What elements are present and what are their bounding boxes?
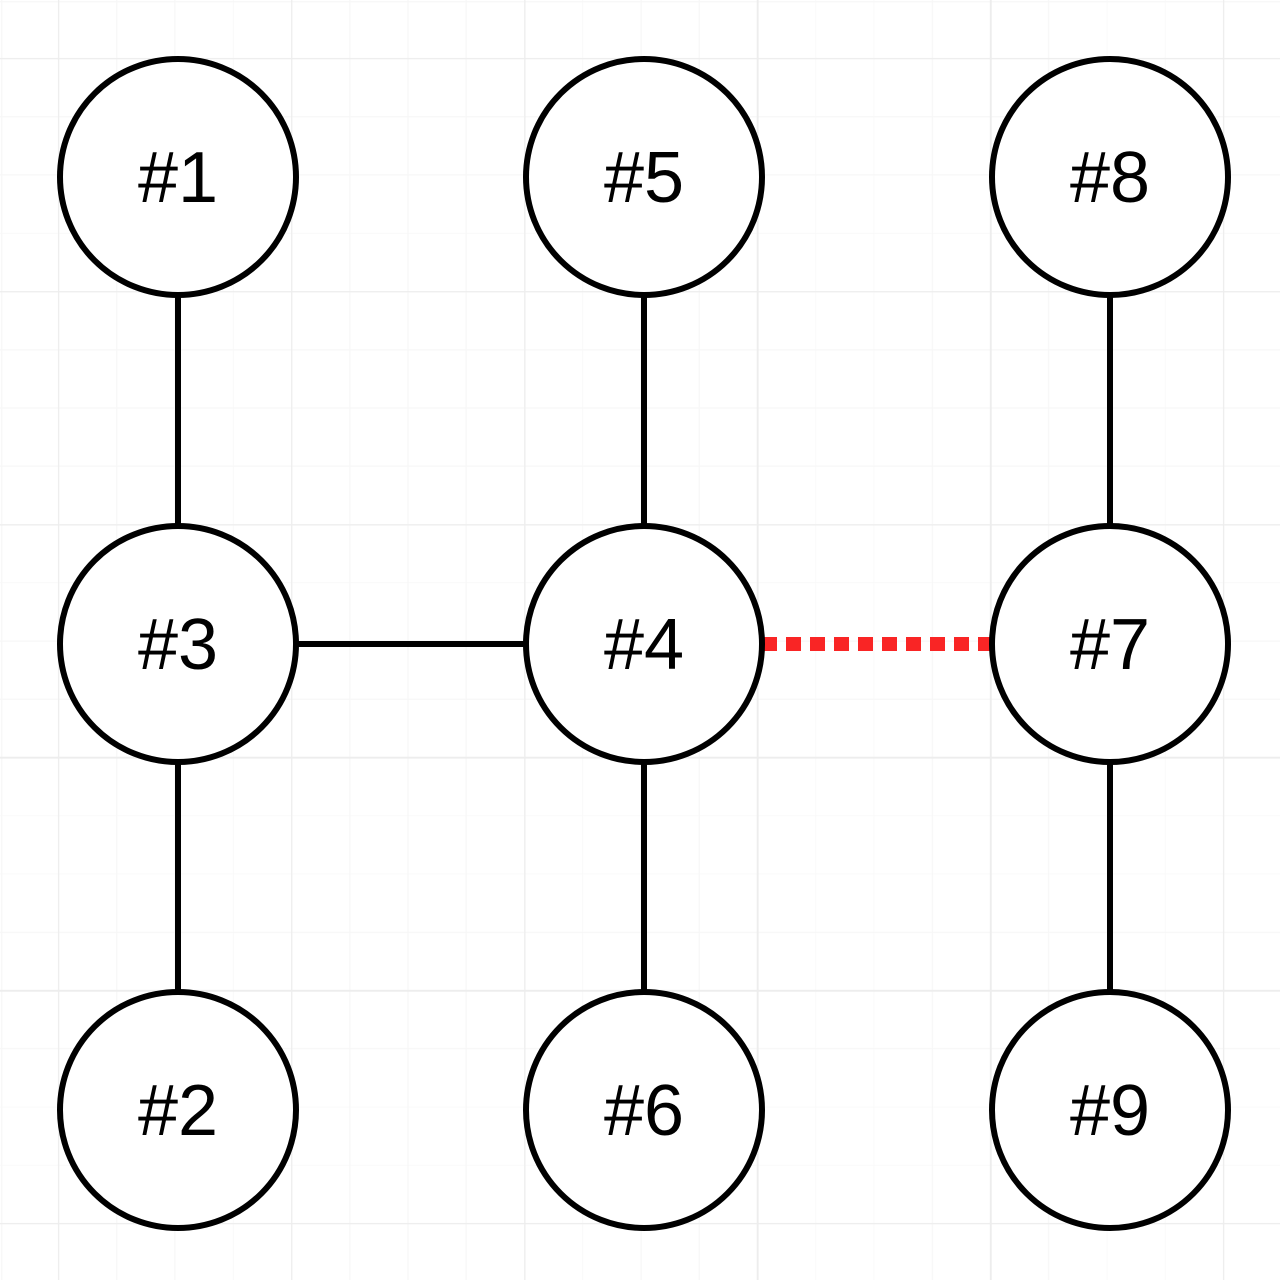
- node-1[interactable]: #1: [57, 56, 299, 298]
- node-5[interactable]: #5: [523, 56, 765, 298]
- node-2[interactable]: #2: [57, 989, 299, 1231]
- node-4[interactable]: #4: [523, 523, 765, 765]
- node-circle[interactable]: [523, 523, 765, 765]
- node-7[interactable]: #7: [989, 523, 1231, 765]
- node-circle[interactable]: [57, 523, 299, 765]
- node-label: #6: [604, 1071, 684, 1151]
- node-circle[interactable]: [57, 989, 299, 1231]
- node-circle[interactable]: [989, 989, 1231, 1231]
- node-circle[interactable]: [523, 56, 765, 298]
- node-circle[interactable]: [989, 523, 1231, 765]
- node-circle[interactable]: [523, 989, 765, 1231]
- node-label: #1: [138, 138, 218, 218]
- node-label: #4: [604, 605, 684, 685]
- node-circle[interactable]: [989, 56, 1231, 298]
- node-label: #8: [1070, 138, 1150, 218]
- node-label: #2: [138, 1071, 218, 1151]
- node-label: #3: [138, 605, 218, 685]
- node-circle[interactable]: [57, 56, 299, 298]
- node-label: #5: [604, 138, 684, 218]
- node-6[interactable]: #6: [523, 989, 765, 1231]
- node-3[interactable]: #3: [57, 523, 299, 765]
- node-label: #7: [1070, 605, 1150, 685]
- node-label: #9: [1070, 1071, 1150, 1151]
- node-8[interactable]: #8: [989, 56, 1231, 298]
- node-9[interactable]: #9: [989, 989, 1231, 1231]
